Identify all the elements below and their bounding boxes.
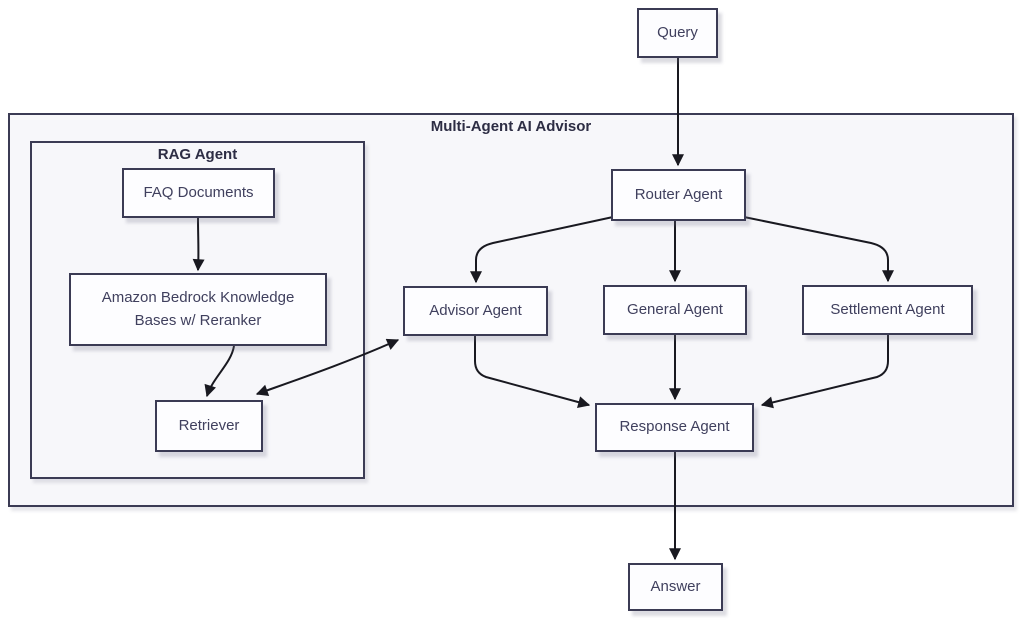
node-query: Query bbox=[637, 8, 718, 58]
node-general-agent: General Agent bbox=[603, 285, 747, 335]
node-amazon-bedrock-knowledge-bases: Amazon Bedrock Knowledge Bases w/ Rerank… bbox=[69, 273, 327, 346]
node-retriever: Retriever bbox=[155, 400, 263, 452]
container-title-rag-agent: RAG Agent bbox=[157, 146, 238, 163]
node-advisor-agent: Advisor Agent bbox=[403, 286, 548, 336]
node-answer: Answer bbox=[628, 563, 723, 611]
node-response-agent: Response Agent bbox=[595, 403, 754, 452]
container-title-multi-agent: Multi-Agent AI Advisor bbox=[430, 118, 592, 135]
node-router-agent: Router Agent bbox=[611, 169, 746, 221]
node-settlement-agent: Settlement Agent bbox=[802, 285, 973, 335]
node-faq-documents: FAQ Documents bbox=[122, 168, 275, 218]
